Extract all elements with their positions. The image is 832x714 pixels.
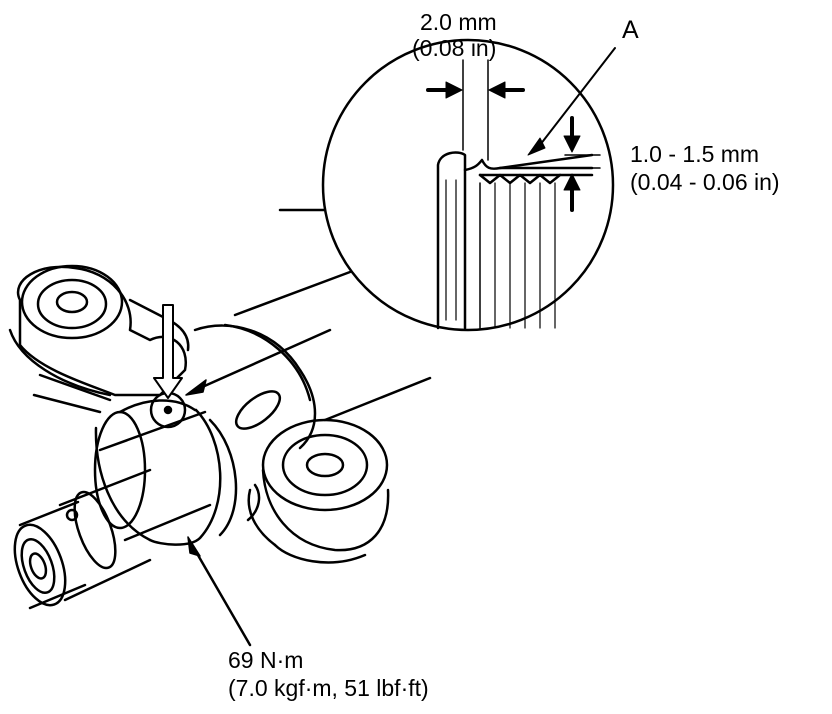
torque-metric-label: 69 N·m — [228, 647, 303, 673]
depth-dimension-arrows — [563, 116, 581, 212]
gap-metric-label: 2.0 mm — [420, 9, 497, 35]
detail-pointer-arrowhead — [185, 379, 207, 396]
depth-imperial-label: (0.04 - 0.06 in) — [630, 169, 780, 195]
gap-imperial-label: (0.08 in) — [412, 35, 496, 61]
detail-pointer-line — [198, 328, 332, 390]
left-mount-bushing — [8, 264, 190, 414]
center-clamp-body — [93, 323, 317, 546]
gap-dimension-arrows — [426, 81, 525, 99]
torque-leader-line — [193, 548, 252, 647]
torque-leader-arrowhead — [187, 536, 201, 557]
torque-alternate-label: (7.0 kgf·m, 51 lbf·ft) — [228, 675, 429, 701]
right-mount-bushing — [247, 418, 390, 564]
input-shaft — [13, 468, 152, 610]
magnified-detail — [321, 38, 615, 332]
callout-a-arrowhead — [527, 137, 546, 156]
stake-point-dot — [163, 405, 173, 415]
depth-metric-label: 1.0 - 1.5 mm — [630, 141, 759, 167]
callout-a-label: A — [622, 16, 639, 44]
stake-indicator-arrow — [153, 304, 183, 399]
rack-housing — [98, 270, 432, 542]
callout-a-leader — [539, 47, 616, 146]
